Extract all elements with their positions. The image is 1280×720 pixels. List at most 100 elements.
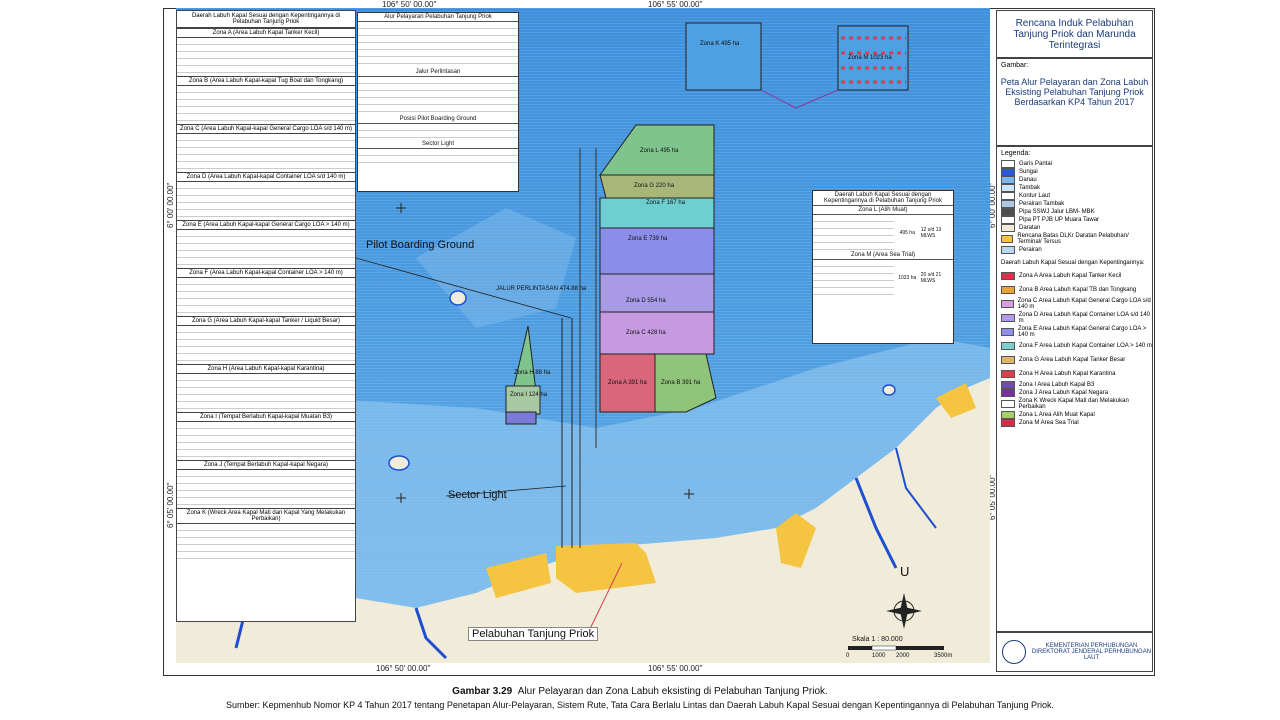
- zone-c: [599, 311, 715, 355]
- legend-item: Kontur Laut: [1001, 192, 1152, 200]
- ministry-box: KEMENTERIAN PERHUBUNGAN DIREKTORAT JENDE…: [996, 632, 1153, 672]
- section-rows: [177, 230, 355, 268]
- section-zona-h: Zona H (Area Labuh Kapal-kapal Karantina…: [177, 364, 355, 374]
- legend-swatch: [1001, 235, 1014, 243]
- north-label: U: [900, 564, 910, 579]
- legend-item: Zona B Area Labuh Kapal TB dan Tongkang: [1001, 283, 1152, 297]
- zone-i: [505, 385, 541, 415]
- scale-tick-1: 1000: [872, 653, 886, 659]
- jalur-rows: [358, 77, 518, 115]
- legend-label: Zona B Area Labuh Kapal TB dan Tongkang: [1019, 287, 1137, 293]
- legend-swatch: [1001, 160, 1015, 168]
- coord-bottom-2: 106° 55' 00.00": [648, 664, 703, 673]
- map-svg: [176, 22, 990, 663]
- legend-label: Rencana Batas DLKr Daratan Pelabuhan/ Te…: [1017, 233, 1129, 245]
- port-area-2: [486, 553, 551, 598]
- legend-label: Tambak: [1019, 185, 1041, 191]
- island-2: [388, 455, 410, 471]
- legend-item: Danau: [1001, 176, 1152, 184]
- side-subtitle-box: Gambar: Peta Alur Pelayaran dan Zona Lab…: [996, 58, 1153, 146]
- zone-h-label: Zona H 88 ha: [514, 370, 551, 376]
- legend-swatch: [1001, 224, 1015, 232]
- zone-m-header: Zona M (Area Sea Trial): [813, 251, 953, 260]
- legend-item: Zona F Area Labuh Kapal Container LOA > …: [1001, 339, 1152, 353]
- legend-item: Zona E Area Labuh Kapal General Cargo LO…: [1001, 325, 1152, 339]
- section-zona-a: Zona A (Area Labuh Kapal Tanker Kecil): [177, 28, 355, 38]
- left-sections: Zona A (Area Labuh Kapal Tanker Kecil) Z…: [177, 28, 355, 562]
- legend-swatch: [1001, 411, 1015, 419]
- legend-swatch: [1001, 328, 1014, 336]
- legend-swatch: [1001, 370, 1015, 378]
- legend-label: Sungai: [1019, 169, 1038, 175]
- legend-label: Zona E Area Labuh Kapal General Cargo LO…: [1017, 326, 1147, 338]
- legend-swatch: [1001, 300, 1014, 308]
- legend-label: Pipa SSWJ Jalur LBM- MBK: [1019, 209, 1095, 215]
- section-zona-c: Zona C (Area Labuh Kapal-kapal General C…: [177, 124, 355, 134]
- legend-label: Kontur Laut: [1019, 193, 1051, 199]
- coord-top-1: 106° 50' 00.00": [382, 0, 437, 9]
- gambar-label: Gambar:: [1001, 62, 1029, 69]
- legend-label: Perairan: [1019, 247, 1042, 253]
- left-table-title: Daerah Labuh Kapal Sesuai dengan Kepenti…: [177, 11, 355, 28]
- legend-item: Pipa SSWJ Jalur LBM- MBK: [1001, 208, 1152, 216]
- zone-g-label: Zona G 220 ha: [634, 183, 675, 189]
- legend-item: Perairan Tambak: [1001, 200, 1152, 208]
- section-rows: [177, 38, 355, 76]
- legend-swatch: [1001, 342, 1015, 350]
- river-4: [895, 447, 937, 529]
- coord-left-1: 6° 00' 00.00": [166, 182, 175, 228]
- ministry-logo-icon: [1002, 640, 1026, 664]
- caption-label: Gambar 3.29: [452, 686, 513, 697]
- legend-item: Zona J Area Labuh Kapal Negara: [1001, 389, 1152, 397]
- legend-item: Sungai: [1001, 168, 1152, 176]
- zone-lm-table: Daerah Labuh Kapal Sesuai dengan Kepenti…: [812, 190, 954, 344]
- legend-label: Zona H Area Labuh Kapal Karantina: [1019, 371, 1116, 377]
- island-3: [882, 384, 896, 396]
- zone-j: [505, 411, 537, 425]
- section-zona-g: Zona G (Area Labuh Kapal-kapal Tanker / …: [177, 316, 355, 326]
- scale-bar: [848, 645, 944, 651]
- legend-swatch: [1001, 314, 1015, 322]
- section-rows: [177, 524, 355, 562]
- legend-label: Zona D Area Labuh Kapal Container LOA s/…: [1018, 312, 1151, 324]
- scale-tick-3: 3500m: [934, 653, 953, 659]
- figure-source: Sumber: Kepmenhub Nomor KP 4 Tahun 2017 …: [226, 700, 1054, 710]
- zone-c-label: Zona C 428 ha: [626, 330, 666, 336]
- port-area-4: [936, 383, 976, 418]
- legend-label: Zona G Area Labuh Kapal Tanker Besar: [1019, 357, 1126, 363]
- scale-label: Skala 1 : 80.000: [852, 636, 903, 643]
- port-pointer: [587, 562, 623, 634]
- zone-l-depth: 12 s/d 13 MLWS: [920, 227, 942, 239]
- sector-light-label: Sector Light: [448, 489, 507, 501]
- legend-item: Daratan: [1001, 224, 1152, 232]
- legend-swatch: [1001, 192, 1015, 200]
- left-anchorage-table: Daerah Labuh Kapal Sesuai dengan Kepenti…: [176, 10, 356, 622]
- legend-label: Zona C Area Labuh Kapal General Cargo LO…: [1017, 298, 1151, 310]
- channel-table: Alur Pelayaran Pelabuhan Tanjung Priok J…: [357, 12, 519, 192]
- zone-k: [685, 22, 762, 91]
- island-1: [449, 290, 467, 306]
- legend-swatch: [1001, 216, 1015, 224]
- channel-rows: [358, 22, 518, 68]
- side-panel: Rencana Induk Pelabuhan Tanjung Priok da…: [996, 10, 1153, 672]
- legend-item: Zona G Area Labuh Kapal Tanker Besar: [1001, 353, 1152, 367]
- section-zona-j: Zona J (Tempat Berlabuh Kapal-kapal Nega…: [177, 460, 355, 470]
- section-rows: [177, 278, 355, 316]
- legend-item: Tambak: [1001, 184, 1152, 192]
- zone-l-grid: [813, 215, 894, 251]
- zone-l-header: Zona L (Alih Muat): [813, 206, 953, 215]
- legend-item: Zona H Area Labuh Kapal Karantina: [1001, 367, 1152, 381]
- legend-item: Zona D Area Labuh Kapal Container LOA s/…: [1001, 311, 1152, 325]
- zone-m-label: Zona M 1023 ha: [848, 55, 892, 61]
- legend-swatch: [1001, 168, 1015, 176]
- coord-left-2: 6° 05' 00.00": [166, 482, 175, 528]
- coord-bottom-1: 106° 50' 00.00": [376, 664, 431, 673]
- pilot-pointer: [355, 257, 572, 319]
- legend-label: Daratan: [1019, 225, 1041, 231]
- pilot-table-title: Posisi Pilot Boarding Ground: [358, 115, 518, 124]
- zone-a-label: Zona A 391 ha: [608, 380, 647, 386]
- legend-label: Zona A Area Labuh Kapal Tanker Kecil: [1019, 273, 1122, 279]
- section-zona-f: Zona F (Area Labuh Kapal-kapal Container…: [177, 268, 355, 278]
- zone-m-rows: 1023 ha 20 s/d 21 MLWS: [813, 260, 953, 296]
